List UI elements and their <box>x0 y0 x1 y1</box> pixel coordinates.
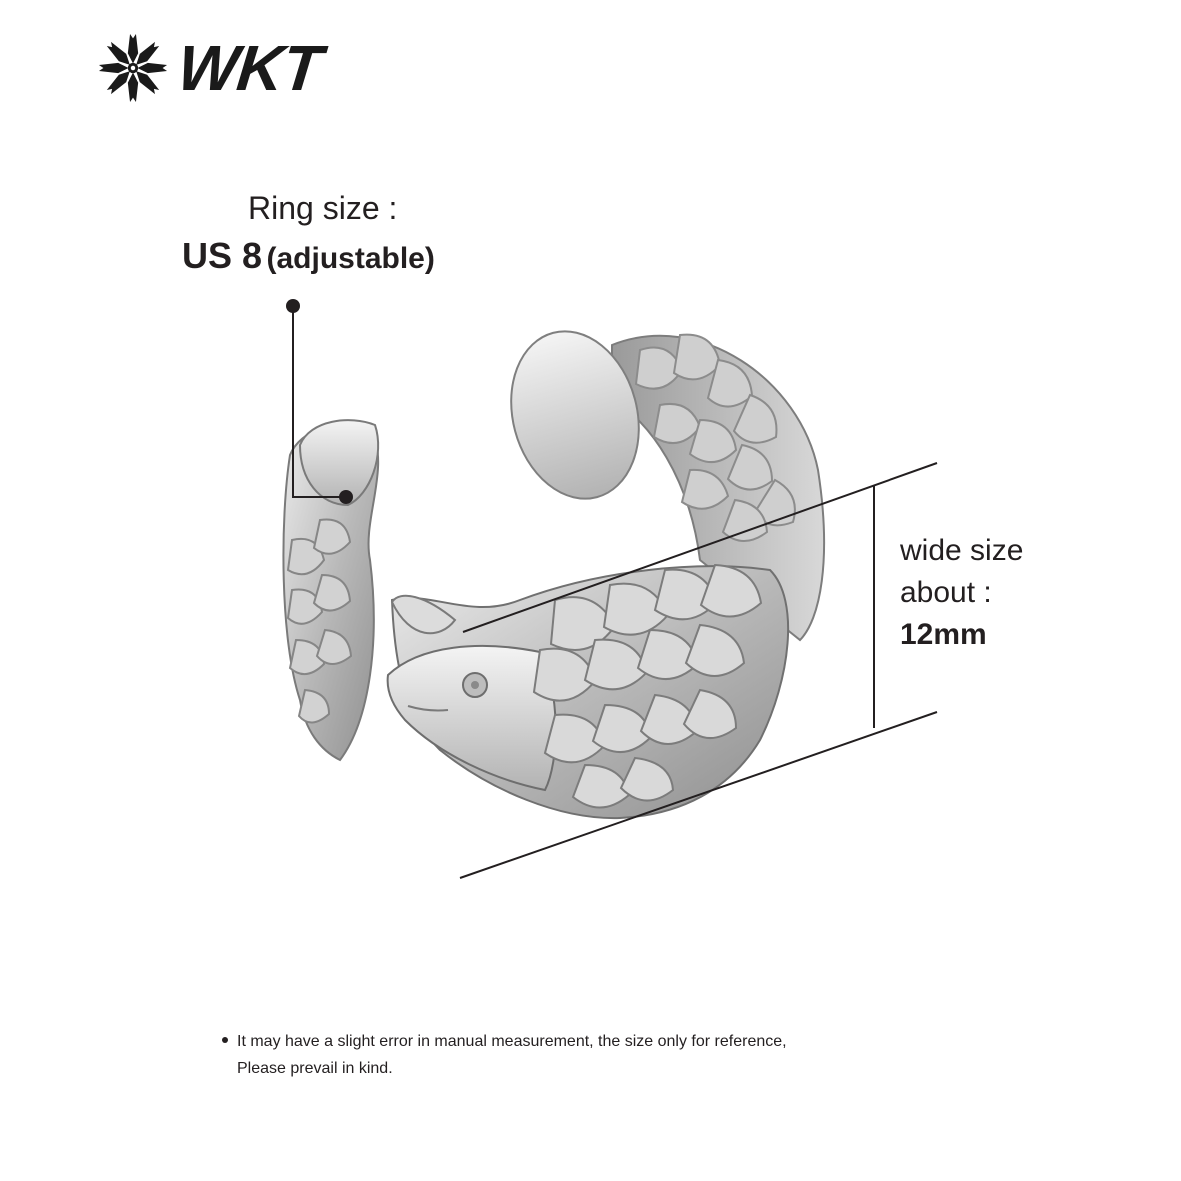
ring-size-pointer <box>292 306 346 498</box>
measurement-note: It may have a slight error in manual mea… <box>222 1028 787 1082</box>
note-bullet <box>222 1037 228 1043</box>
note-line1: It may have a slight error in manual mea… <box>237 1033 787 1050</box>
wide-size-line1: wide size <box>900 534 1024 567</box>
pointer-dot-end <box>339 490 353 504</box>
ring-size-note: (adjustable) <box>266 242 435 275</box>
wide-size-block: wide size about : 12mm <box>900 530 1160 656</box>
wide-size-line2: about : <box>900 576 992 609</box>
brand-logo: WKT <box>96 30 325 106</box>
ring-size-main: US 8 <box>182 235 263 276</box>
width-measurement-lines <box>459 462 938 879</box>
pointer-dot-top <box>286 299 300 313</box>
ring-size-value: US 8 (adjustable) <box>182 238 435 274</box>
wide-size-value: 12mm <box>900 618 987 651</box>
fish-scale-ring-photo <box>282 330 826 820</box>
snowflake-star-icon <box>98 33 168 103</box>
ring-size-label: Ring size : <box>248 190 398 226</box>
note-line2: Please prevail in kind. <box>237 1060 393 1077</box>
